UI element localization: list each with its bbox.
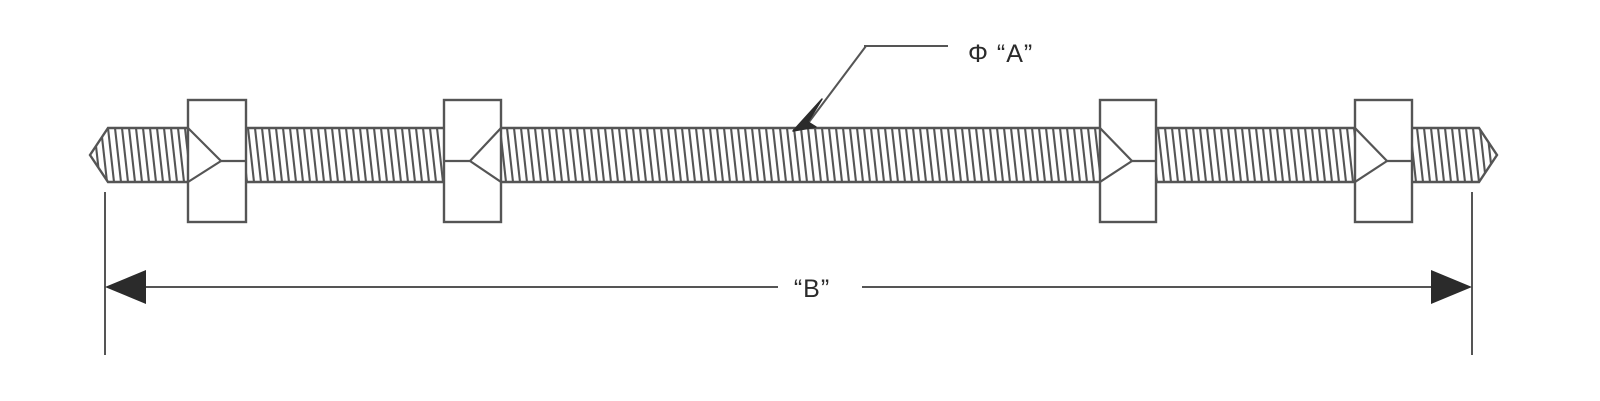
hex-nut-1-chamfer bbox=[188, 127, 246, 183]
leader-arrowhead-icon bbox=[792, 98, 823, 132]
diameter-callout-leader bbox=[792, 45, 948, 132]
hex-nut-3 bbox=[1098, 98, 1158, 224]
hex-nut-4-chamfer bbox=[1355, 127, 1412, 183]
threaded-rod bbox=[88, 126, 1499, 184]
leader-line-diagonal bbox=[808, 45, 867, 123]
length-dimension bbox=[105, 270, 1472, 304]
dimension-arrowhead-right-icon bbox=[1431, 270, 1472, 304]
thread-hatching bbox=[90, 128, 1497, 182]
hex-nut-2 bbox=[442, 98, 503, 224]
length-dimension-label: “B” bbox=[794, 275, 830, 303]
hex-nut-3-chamfer bbox=[1100, 127, 1156, 183]
hex-nut-4 bbox=[1353, 98, 1414, 224]
dimension-arrowhead-left-icon bbox=[105, 270, 146, 304]
diameter-callout-label: Φ “A” bbox=[968, 40, 1033, 68]
rod-outline bbox=[88, 126, 1499, 184]
hex-nut-2-chamfer bbox=[444, 127, 501, 183]
hex-nut-1 bbox=[186, 98, 248, 224]
